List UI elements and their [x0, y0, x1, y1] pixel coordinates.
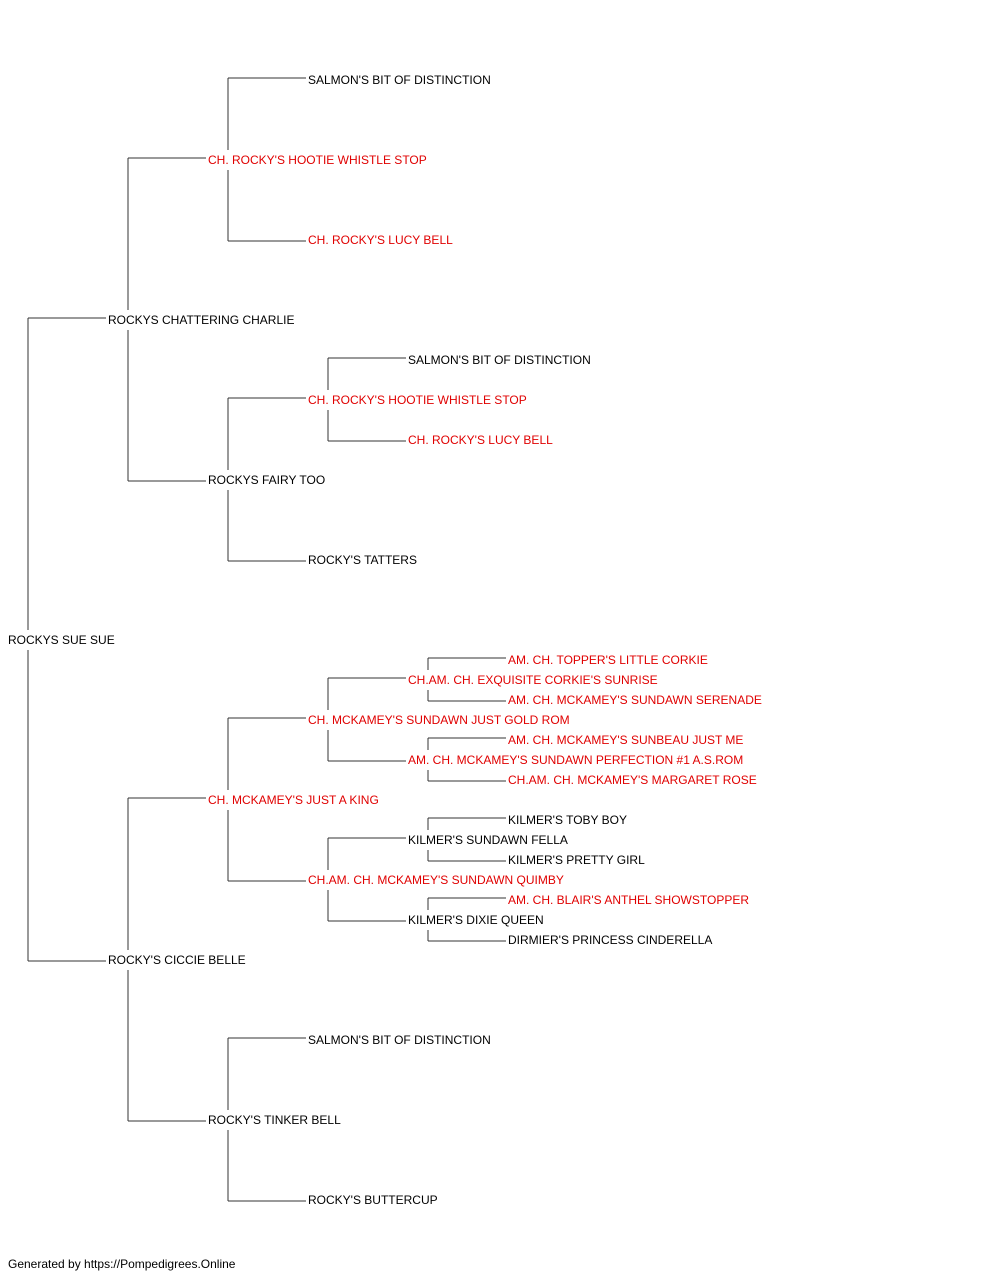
dog-name: ROCKYS FAIRY TOO: [208, 473, 325, 487]
footer-credit: Generated by https://Pompedigrees.Online: [8, 1257, 236, 1271]
pedigree-tree: ROCKYS SUE SUE ROCKYS CHATTERING CHARLIE C…: [8, 73, 762, 1207]
dog-name: SALMON'S BIT OF DISTINCTION: [308, 73, 491, 87]
dog-name: CH. ROCKY'S HOOTIE WHISTLE STOP: [308, 393, 527, 407]
dog-name: ROCKYS CHATTERING CHARLIE: [108, 313, 294, 327]
dog-name: CH. MCKAMEY'S JUST A KING: [208, 793, 379, 807]
dog-name: AM. CH. BLAIR'S ANTHEL SHOWSTOPPER: [508, 893, 749, 907]
dog-name: CH. ROCKY'S HOOTIE WHISTLE STOP: [208, 153, 427, 167]
dog-name: SALMON'S BIT OF DISTINCTION: [308, 1033, 491, 1047]
dog-name: CH.AM. CH. EXQUISITE CORKIE'S SUNRISE: [408, 673, 658, 687]
dog-name: ROCKYS SUE SUE: [8, 633, 115, 647]
dog-name: CH. ROCKY'S LUCY BELL: [408, 433, 553, 447]
dog-name: AM. CH. TOPPER'S LITTLE CORKIE: [508, 653, 708, 667]
dog-name: ROCKY'S TATTERS: [308, 553, 417, 567]
dog-name: DIRMIER'S PRINCESS CINDERELLA: [508, 933, 712, 947]
dog-name: KILMER'S DIXIE QUEEN: [408, 913, 544, 927]
dog-name: ROCKY'S CICCIE BELLE: [108, 953, 246, 967]
dog-name: CH.AM. CH. MCKAMEY'S MARGARET ROSE: [508, 773, 757, 787]
dog-name: KILMER'S SUNDAWN FELLA: [408, 833, 568, 847]
dog-name: CH.AM. CH. MCKAMEY'S SUNDAWN QUIMBY: [308, 873, 564, 887]
dog-name: CH. ROCKY'S LUCY BELL: [308, 233, 453, 247]
dog-name: ROCKY'S BUTTERCUP: [308, 1193, 438, 1207]
dog-name: KILMER'S PRETTY GIRL: [508, 853, 645, 867]
dog-name: AM. CH. MCKAMEY'S SUNDAWN PERFECTION #1 …: [408, 753, 743, 767]
dog-name: AM. CH. MCKAMEY'S SUNDAWN SERENADE: [508, 693, 762, 707]
dog-name: KILMER'S TOBY BOY: [508, 813, 627, 827]
dog-name: CH. MCKAMEY'S SUNDAWN JUST GOLD ROM: [308, 713, 570, 727]
dog-name: SALMON'S BIT OF DISTINCTION: [408, 353, 591, 367]
dog-name: AM. CH. MCKAMEY'S SUNBEAU JUST ME: [508, 733, 743, 747]
dog-name: ROCKY'S TINKER BELL: [208, 1113, 341, 1127]
